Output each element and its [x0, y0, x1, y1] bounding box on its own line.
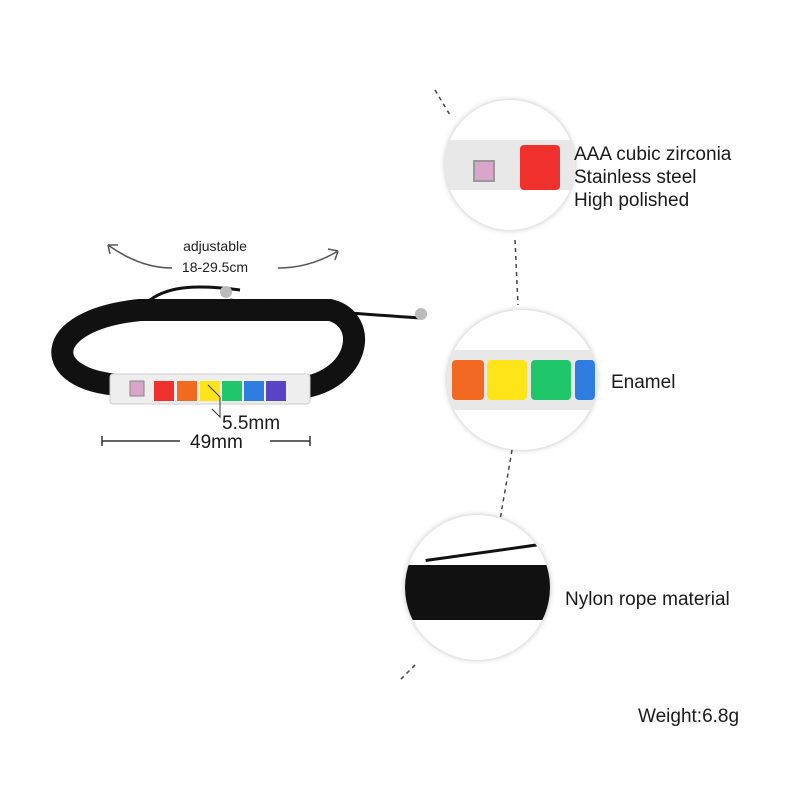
- callout-rope: Nylon rope material: [565, 589, 730, 610]
- zoom-circle-rope: [405, 515, 550, 660]
- adjustable-range: 18-29.5cm: [181, 259, 249, 275]
- zoom-circle-enamel: [447, 310, 597, 450]
- height-dimension: 5.5mm: [222, 413, 281, 434]
- bracelet: [51, 285, 427, 405]
- arrow-left-icon: [107, 244, 173, 269]
- callout-enamel: Enamel: [611, 372, 676, 393]
- arrow-left-head: [107, 244, 118, 255]
- callout-zirconia: AAA cubic zirconia: [574, 144, 732, 165]
- width-dimension: 49mm: [190, 432, 243, 453]
- zoom-circle-gem: [445, 100, 575, 230]
- arrow-right-icon: [277, 250, 339, 269]
- adjustable-title: adjustable: [183, 238, 247, 254]
- callout-steel: Stainless steel: [574, 167, 697, 188]
- width-dimension-line: [101, 436, 311, 446]
- weight-label: Weight:6.8g: [638, 706, 740, 727]
- callout-polished: High polished: [574, 190, 690, 211]
